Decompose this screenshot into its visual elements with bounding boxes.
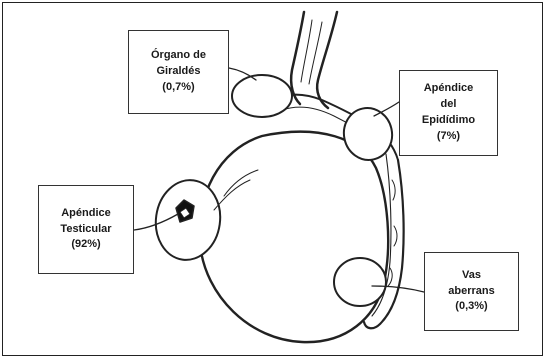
label-vas-aberrans: Vas aberrans (0,3%)	[424, 252, 519, 331]
label-apendice-epididimo: Apéndice del Epidídimo (7%)	[399, 70, 498, 156]
label-line: Vas	[462, 268, 481, 284]
label-line: Giraldés	[156, 64, 200, 80]
label-percentage: (0,3%)	[455, 299, 487, 315]
label-line: Epidídimo	[422, 113, 475, 129]
label-line: Órgano de	[151, 48, 206, 64]
leader-epididimo	[374, 102, 399, 116]
label-line: del	[441, 97, 457, 113]
label-percentage: (92%)	[71, 237, 100, 253]
label-line: Apéndice	[61, 206, 111, 222]
label-apendice-testicular: Apéndice Testicular (92%)	[38, 185, 134, 274]
vas-aberrans-shape	[334, 258, 386, 306]
label-line: Testicular	[60, 222, 111, 238]
testis-body	[200, 132, 389, 342]
label-line: Apéndice	[424, 81, 474, 97]
label-percentage: (0,7%)	[162, 80, 194, 96]
label-line: aberrans	[448, 284, 494, 300]
label-percentage: (7%)	[437, 129, 460, 145]
organo-girald-shape	[232, 75, 292, 117]
label-organo-girald: Órgano de Giraldés (0,7%)	[128, 30, 229, 114]
